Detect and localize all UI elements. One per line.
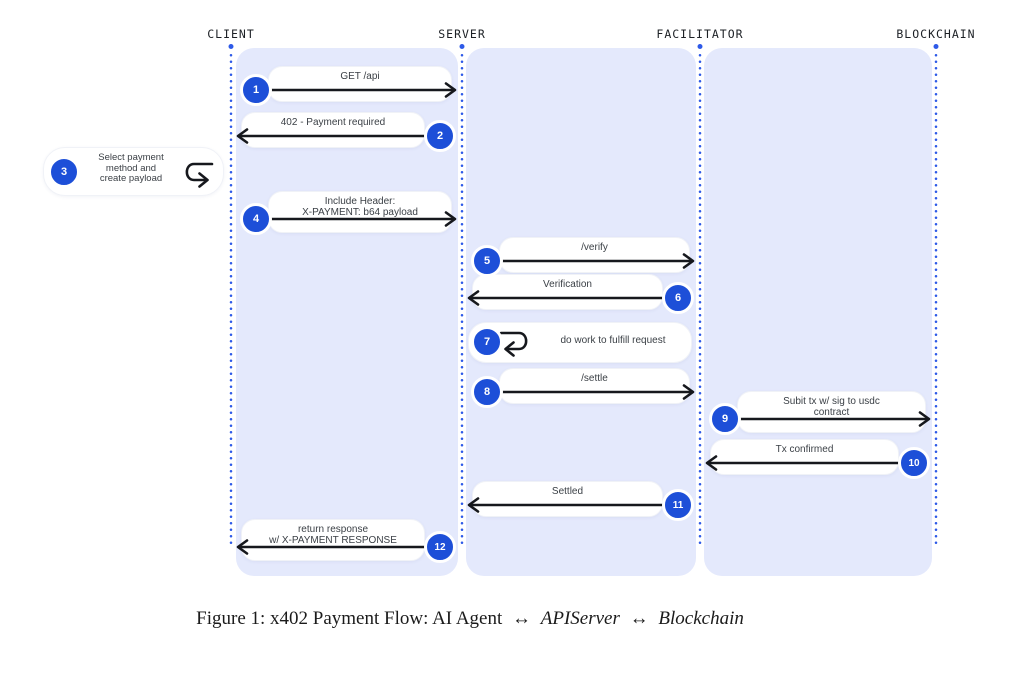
sequence-diagram: CLIENT SERVER FACILITATOR BLOCKCHAIN GET…: [43, 27, 975, 576]
message-arrow: [236, 128, 440, 144]
message-label: Tx confirmed: [775, 444, 834, 455]
step-number-badge: 10: [898, 447, 930, 479]
message-label-box: 402 - Payment required: [241, 112, 425, 148]
caption-blockchain: Blockchain: [658, 608, 744, 629]
actor-label: BLOCKCHAIN: [896, 27, 976, 41]
lifeline-head-dot: [933, 44, 939, 49]
message-label-box: Include Header:X-PAYMENT: b64 payload: [268, 191, 452, 233]
step-number-badge: 3: [48, 156, 80, 188]
actor-facilitator: FACILITATOR: [656, 27, 743, 41]
message-label: GET /api: [340, 71, 380, 82]
message-label: Include Header:X-PAYMENT: b64 payload: [302, 196, 418, 218]
lifeline-blockchain: [934, 52, 938, 548]
message-label: /settle: [581, 373, 608, 384]
step-number-badge: 9: [709, 403, 741, 435]
left-right-arrow-icon: ↔: [629, 608, 649, 629]
self-action-label: do work to fulfill request: [560, 335, 666, 346]
u-turn-arrow-left-icon: [499, 331, 528, 357]
step-number-badge: 11: [662, 489, 694, 521]
step-number-badge: 6: [662, 282, 694, 314]
actor-client: CLIENT: [207, 27, 255, 41]
message-arrow: [467, 497, 678, 513]
message-label: Settled: [551, 486, 584, 497]
lifeline-client: [229, 52, 233, 548]
lifeline-server: [460, 52, 464, 548]
step-number-badge: 2: [424, 120, 456, 152]
u-turn-arrow-right-icon: [185, 162, 214, 188]
message-label-box: Verification: [472, 274, 663, 310]
actor-label: SERVER: [438, 27, 486, 41]
message-label-box: [468, 322, 692, 363]
message-arrow: [705, 455, 914, 471]
message-label: /verify: [581, 242, 608, 253]
actor-label: CLIENT: [207, 27, 255, 41]
message-arrow: [487, 253, 695, 269]
actor-server: SERVER: [438, 27, 486, 41]
lifeline-head-dot: [459, 44, 465, 49]
message-arrow: [487, 384, 695, 400]
message-arrow: [725, 411, 931, 427]
lifeline-head-dot: [228, 44, 234, 49]
lane-panel-facilitator-blockchain: [704, 48, 932, 576]
message-label-box: /verify: [499, 237, 690, 273]
step-number-badge: 7: [471, 326, 503, 358]
step-number-badge: 8: [471, 376, 503, 408]
actor-blockchain: BLOCKCHAIN: [896, 27, 975, 41]
message-label: 402 - Payment required: [280, 117, 386, 128]
lifeline-facilitator: [698, 52, 702, 548]
left-right-arrow-icon: ↔: [512, 608, 531, 629]
caption-api-server: APIServer: [540, 608, 620, 629]
figure-caption: Figure 1: x402 Payment Flow: AI Agent ↔ …: [0, 608, 940, 630]
message-arrow: [236, 539, 440, 555]
message-arrow: [467, 290, 678, 306]
step-number-badge: 1: [240, 74, 272, 106]
caption-prefix: Figure 1: x402 Payment Flow: AI Agent: [196, 608, 503, 629]
actor-label: FACILITATOR: [656, 27, 744, 41]
step-number-badge: 5: [471, 245, 503, 277]
message-label-box: /settle: [499, 368, 690, 404]
message-label: Verification: [543, 279, 592, 290]
step-number-badge: 12: [424, 531, 456, 563]
message-arrow: [256, 211, 457, 227]
message-label-box: Settled: [472, 481, 663, 517]
message-arrow: [256, 82, 457, 98]
message-label-box: Tx confirmed: [710, 439, 899, 475]
step-number-badge: 4: [240, 203, 272, 235]
lifeline-head-dot: [697, 44, 703, 49]
